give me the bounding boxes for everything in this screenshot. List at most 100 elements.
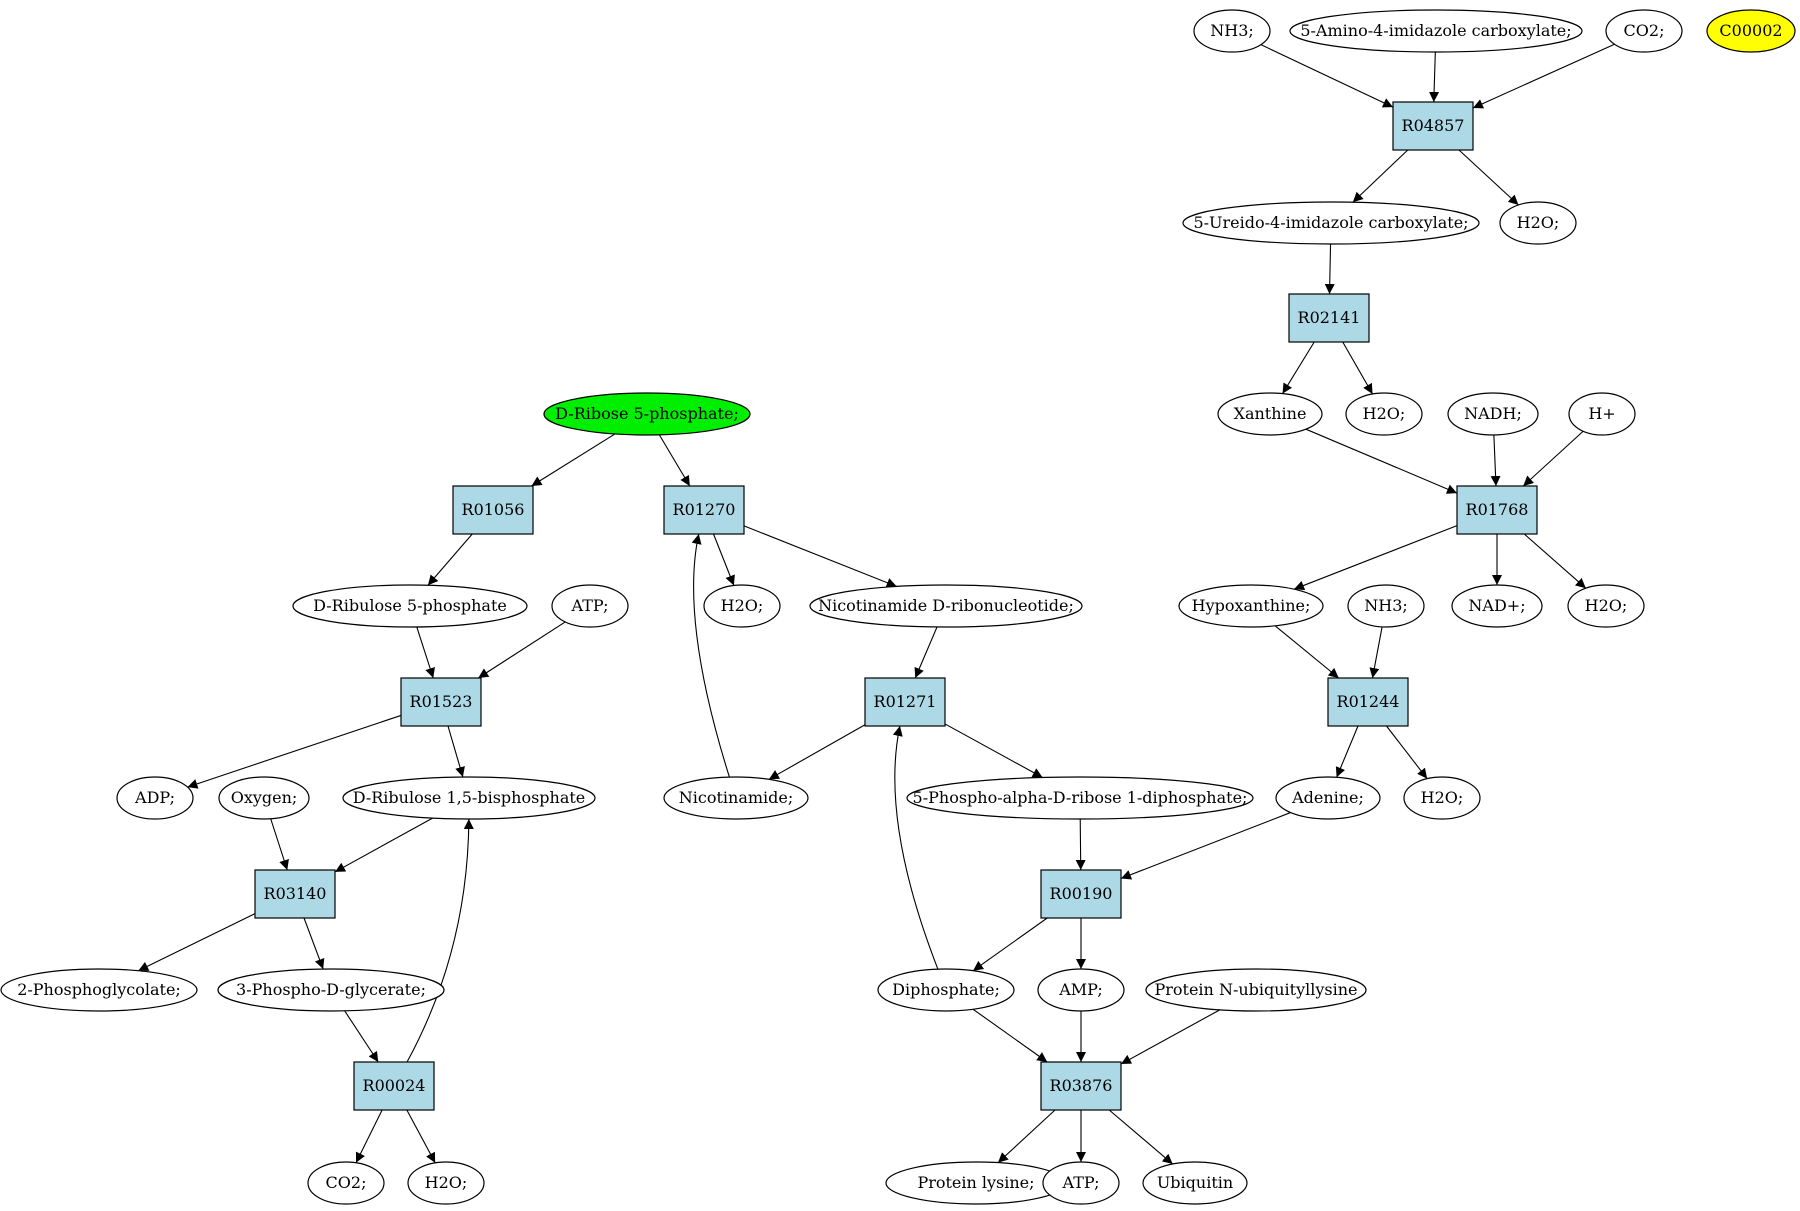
compound-node-co2_1[interactable]: CO2;	[1605, 9, 1683, 53]
compound-node-h2o_4[interactable]: H2O;	[1567, 584, 1645, 628]
compound-node-h2o_5[interactable]: H2O;	[1403, 776, 1481, 820]
reaction-node-R04857[interactable]: R04857	[1392, 101, 1474, 151]
compound-node-xanthine[interactable]: Xanthine	[1217, 392, 1323, 436]
compound-node-adenine[interactable]: Adenine;	[1275, 776, 1381, 820]
reaction-label: R01271	[874, 692, 937, 711]
reaction-node-R00024[interactable]: R00024	[353, 1061, 435, 1111]
compound-node-atp_1[interactable]: ATP;	[551, 584, 629, 628]
reaction-node-R03876[interactable]: R03876	[1040, 1061, 1122, 1111]
compound-node-h2o_6[interactable]: H2O;	[407, 1161, 485, 1205]
compound-node-atp_2[interactable]: ATP;	[1042, 1161, 1120, 1205]
edge-xanthine-to-R01768	[1305, 428, 1458, 494]
reaction-node-R01056[interactable]: R01056	[452, 485, 534, 535]
compound-label: ADP;	[134, 788, 175, 807]
edge-rubp-to-R03140	[334, 817, 433, 873]
compound-node-nadp[interactable]: NAD+;	[1451, 584, 1543, 628]
compound-ellipse	[1142, 1161, 1248, 1205]
compound-label: 5-Phospho-alpha-D-ribose 1-diphosphate;	[913, 788, 1248, 807]
compound-node-pglycolate[interactable]: 2-Phosphoglycolate;	[0, 968, 198, 1012]
edge-prpp-to-R00190	[1075, 818, 1086, 871]
compound-node-hplus[interactable]: H+	[1568, 392, 1636, 436]
reaction-box	[353, 1061, 435, 1111]
compound-node-nicotinamide[interactable]: Nicotinamide;	[663, 776, 809, 820]
compound-node-nh3_2[interactable]: NH3;	[1347, 584, 1425, 628]
compound-ellipse	[1447, 392, 1539, 436]
edge-co2_1-to-R04857	[1472, 43, 1615, 109]
compound-node-rubp[interactable]: D-Ribulose 1,5-bisphosphate	[342, 776, 596, 820]
reaction-node-R01244[interactable]: R01244	[1327, 677, 1409, 727]
compound-ellipse	[1289, 9, 1583, 53]
edge-R00024-to-h2o_6	[406, 1109, 436, 1164]
compound-node-ubilys[interactable]: Protein N-ubiquityllysine	[1145, 968, 1367, 1012]
compound-label: ATP;	[571, 596, 609, 615]
compound-node-ubiquitin[interactable]: Ubiquitin	[1142, 1161, 1248, 1205]
compound-node-pga[interactable]: 3-Phospho-D-glycerate;	[217, 968, 445, 1012]
compound-label: NH3;	[1364, 596, 1408, 615]
compound-node-h2o_2[interactable]: H2O;	[1345, 392, 1423, 436]
compound-label: NADH;	[1464, 404, 1522, 423]
edges-layer	[138, 43, 1615, 1165]
compound-ellipse	[906, 776, 1254, 820]
compound-node-nadh[interactable]: NADH;	[1447, 392, 1539, 436]
reaction-label: R01523	[410, 692, 473, 711]
compound-node-hypox[interactable]: Hypoxanthine;	[1178, 584, 1324, 628]
edge-R02141-to-xanthine	[1282, 341, 1315, 394]
compound-label: H2O;	[1421, 788, 1464, 807]
compound-label: H+	[1588, 404, 1615, 423]
compound-node-ru5p[interactable]: D-Ribulose 5-phosphate	[292, 584, 528, 628]
compound-node-nh3_1[interactable]: NH3;	[1193, 9, 1271, 53]
edge-R01768-to-h2o_4	[1523, 533, 1587, 589]
compound-ellipse	[877, 968, 1015, 1012]
compound-node-adp[interactable]: ADP;	[116, 776, 194, 820]
reaction-label: R02141	[1298, 308, 1361, 327]
reaction-node-R03140[interactable]: R03140	[254, 869, 336, 919]
compound-label: ATP;	[1062, 1173, 1100, 1192]
compound-node-amp[interactable]: AMP;	[1037, 968, 1125, 1012]
edge-nh3_1-to-R04857	[1260, 44, 1394, 108]
compound-node-c00002[interactable]: C00002	[1706, 9, 1796, 53]
edge-hplus-to-R01768	[1522, 430, 1584, 487]
compound-node-protlys[interactable]: Protein lysine;	[885, 1161, 1067, 1205]
compound-label: Nicotinamide D-ribonucleotide;	[818, 596, 1074, 615]
edge-R04857-to-ureido	[1352, 149, 1409, 203]
compound-label: AMP;	[1058, 980, 1103, 999]
compound-label: 5-Ureido-4-imidazole carboxylate;	[1193, 213, 1468, 232]
compound-ellipse	[407, 1161, 485, 1205]
edge-ru5p-to-R01523	[416, 626, 435, 679]
edge-aicar-to-R04857	[1429, 51, 1440, 103]
reaction-node-R01523[interactable]: R01523	[400, 677, 482, 727]
edge-pga-to-R00024	[344, 1010, 379, 1063]
compound-node-h2o_1[interactable]: H2O;	[1499, 201, 1577, 245]
compound-ellipse	[703, 584, 781, 628]
edge-R01244-to-adenine	[1335, 725, 1359, 778]
edge-R01270-to-nmn	[743, 525, 897, 588]
edge-R04857-to-h2o_1	[1458, 149, 1519, 206]
compound-node-nmn[interactable]: Nicotinamide D-ribonucleotide;	[809, 584, 1083, 628]
compound-label: H2O;	[425, 1173, 468, 1192]
reaction-box	[1327, 677, 1409, 727]
edge-R03876-to-ubiquitin	[1108, 1109, 1174, 1165]
reaction-node-R01768[interactable]: R01768	[1456, 485, 1538, 535]
compound-node-h2o_3[interactable]: H2O;	[703, 584, 781, 628]
compound-node-ureido[interactable]: 5-Ureido-4-imidazole carboxylate;	[1182, 201, 1480, 245]
compound-node-co2_2[interactable]: CO2;	[307, 1161, 385, 1205]
compound-label: Xanthine	[1234, 404, 1307, 423]
reaction-node-R01271[interactable]: R01271	[864, 677, 946, 727]
edge-R01523-to-adp	[187, 714, 402, 789]
compound-node-oxygen[interactable]: Oxygen;	[218, 776, 310, 820]
compound-ellipse	[218, 776, 310, 820]
compound-ellipse	[1182, 201, 1480, 245]
reaction-node-R01270[interactable]: R01270	[663, 485, 745, 535]
compound-node-r5p[interactable]: D-Ribose 5-phosphate;	[543, 392, 751, 436]
reaction-node-R02141[interactable]: R02141	[1288, 293, 1370, 343]
compound-ellipse	[663, 776, 809, 820]
reaction-node-R00190[interactable]: R00190	[1040, 869, 1122, 919]
compound-ellipse	[1042, 1161, 1120, 1205]
compound-node-diphosphate[interactable]: Diphosphate;	[877, 968, 1015, 1012]
compound-node-prpp[interactable]: 5-Phospho-alpha-D-ribose 1-diphosphate;	[906, 776, 1254, 820]
compound-ellipse	[0, 968, 198, 1012]
edge-oxygen-to-R03140	[270, 818, 289, 871]
compound-node-aicar[interactable]: 5-Amino-4-imidazole carboxylate;	[1289, 9, 1583, 53]
compound-label: NH3;	[1210, 21, 1254, 40]
